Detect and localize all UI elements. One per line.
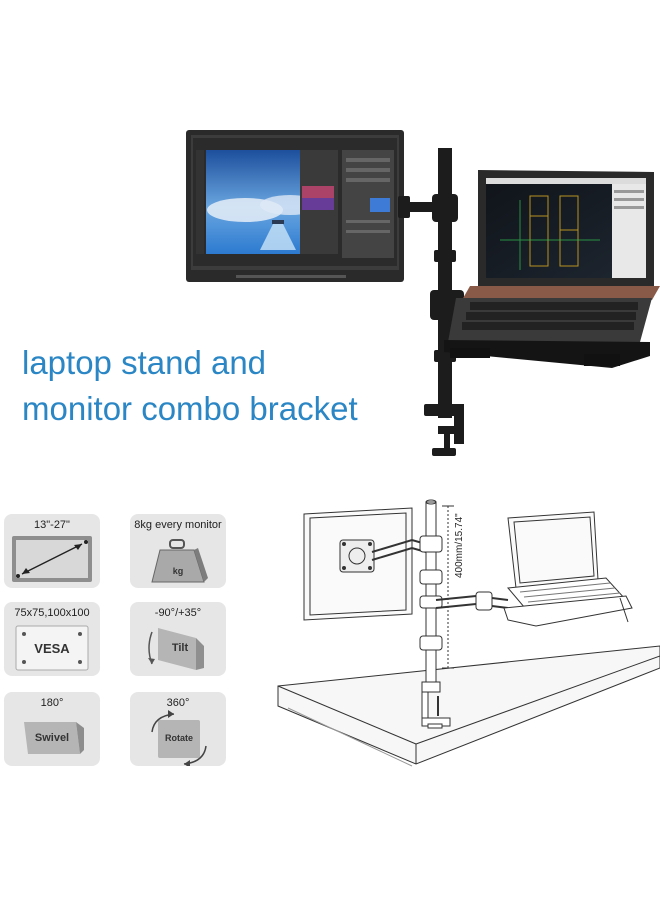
spec-tilt-label: -90°/+35° [154, 607, 202, 619]
tilt-badge: Tilt [171, 642, 189, 654]
spec-tile-weight: 8kg every monitor kg [130, 514, 226, 588]
pole [434, 148, 456, 418]
spec-tile-rotate: 360° Rotate [130, 692, 226, 766]
headline: laptop stand and monitor combo bracket [22, 340, 402, 432]
spec-weight-label: 8kg every monitor [134, 519, 222, 531]
mount-product-photo [186, 130, 660, 456]
spec-swivel-label: 180° [40, 697, 64, 709]
rotate-badge: Rotate [164, 733, 193, 743]
pole-height-label: 400mm/15.74" [454, 513, 465, 578]
screen-size-diagonal-icon [12, 536, 92, 582]
spec-rotate-label: 360° [166, 697, 190, 709]
hero-photo: laptop stand and monitor combo bracket [22, 130, 660, 456]
spec-tile-tilt: -90°/+35° Tilt [130, 602, 226, 676]
spec-size-label: 13"-27" [34, 519, 70, 531]
vesa-plate-icon [15, 625, 89, 671]
headline-line-2: monitor combo bracket [22, 390, 358, 427]
headline-line-1: laptop stand and [22, 344, 267, 381]
spec-tile-vesa: 75x75,100x100 VESA [4, 602, 100, 676]
vesa-badge: VESA [34, 641, 70, 656]
technical-drawing: 400mm/15.74" [276, 496, 660, 776]
tilt-icon [148, 628, 204, 670]
spec-tile-swivel: 180° Swivel [4, 692, 100, 766]
rotate-icon [151, 710, 207, 766]
monitor [186, 130, 404, 282]
swivel-icon [24, 722, 84, 754]
swivel-badge: Swivel [34, 732, 70, 744]
weight-icon [151, 539, 208, 583]
desk-clamp [424, 404, 464, 456]
spec-vesa-label: 75x75,100x100 [14, 607, 90, 619]
mount-line-drawing [277, 499, 660, 767]
laptop [444, 170, 660, 368]
weight-badge: kg [172, 566, 184, 576]
spec-tile-size: 13"-27" [4, 514, 100, 588]
